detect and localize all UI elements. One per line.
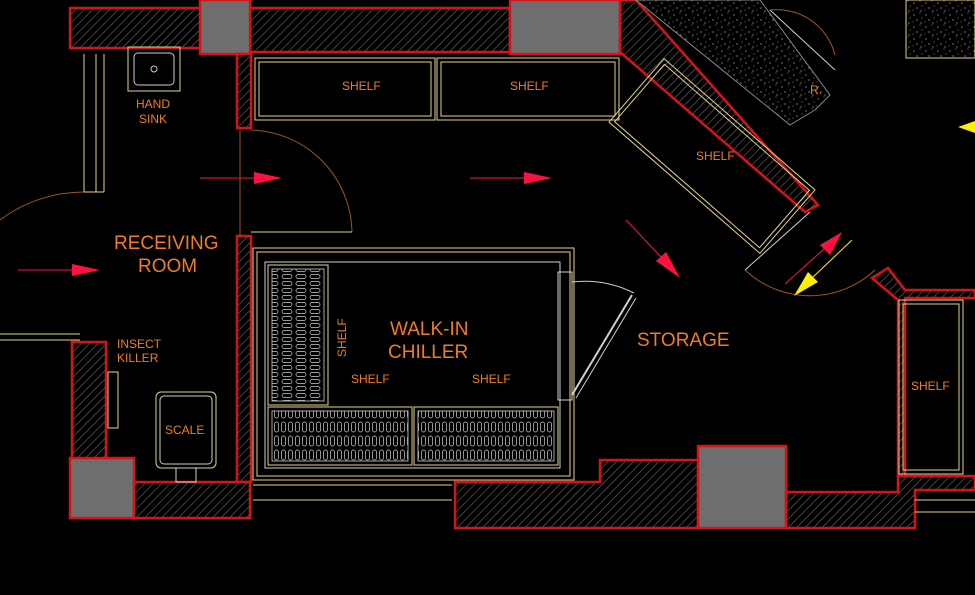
column-bottom-left <box>68 456 136 520</box>
shelves <box>254 57 964 475</box>
walk-in-chiller-label-2: CHILLER <box>388 342 468 363</box>
scale <box>155 391 217 483</box>
door-swing-storage <box>744 269 876 297</box>
arrow-exit-yellow <box>794 239 853 296</box>
insect-killer <box>107 371 119 429</box>
arrow-exit-red <box>784 232 842 285</box>
walk-in-chiller <box>252 247 637 481</box>
insect-killer-label-2: KILLER <box>117 351 159 365</box>
speckled-counter-right <box>905 0 975 59</box>
column-bottom-center <box>696 444 788 530</box>
flow-arrows <box>18 121 975 296</box>
hand-sink <box>127 46 181 92</box>
speckled-counter <box>635 0 831 126</box>
shelf-label-1: SHELF <box>342 79 381 93</box>
arrow-entry-left <box>18 264 100 276</box>
door-swing-receiving <box>250 129 353 233</box>
walk-in-chiller-label-1: WALK-IN <box>390 319 468 340</box>
insect-killer-label-1: INSECT <box>117 337 162 351</box>
column-top-left <box>198 0 252 56</box>
shelf-label-chiller-vertical: SHELF <box>335 318 349 357</box>
shelf-label-chiller-2: SHELF <box>472 372 511 386</box>
door-swing-left <box>0 191 85 221</box>
arrow-storage-diagonal <box>625 219 680 278</box>
door-tag: R. <box>810 83 822 97</box>
scale-label: SCALE <box>165 423 204 437</box>
arrow-storage-top <box>470 172 552 184</box>
storage-label: STORAGE <box>637 330 730 351</box>
arrow-right-edge <box>958 121 975 133</box>
shelf-label-2: SHELF <box>510 79 549 93</box>
door-swing-top-right <box>769 9 836 56</box>
arrow-receiving <box>200 172 282 184</box>
hand-sink-label-2: SINK <box>139 112 167 126</box>
receiving-room-label-1: RECEIVING <box>114 233 219 254</box>
shelf-label-4: SHELF <box>911 379 950 393</box>
shelf-label-3: SHELF <box>696 149 735 163</box>
hand-sink-label-1: HAND <box>136 97 170 111</box>
shelf-label-chiller-1: SHELF <box>351 372 390 386</box>
column-top-center <box>508 0 622 56</box>
left-partition <box>0 54 105 341</box>
walls <box>68 0 975 530</box>
receiving-room-label-2: ROOM <box>138 256 197 277</box>
